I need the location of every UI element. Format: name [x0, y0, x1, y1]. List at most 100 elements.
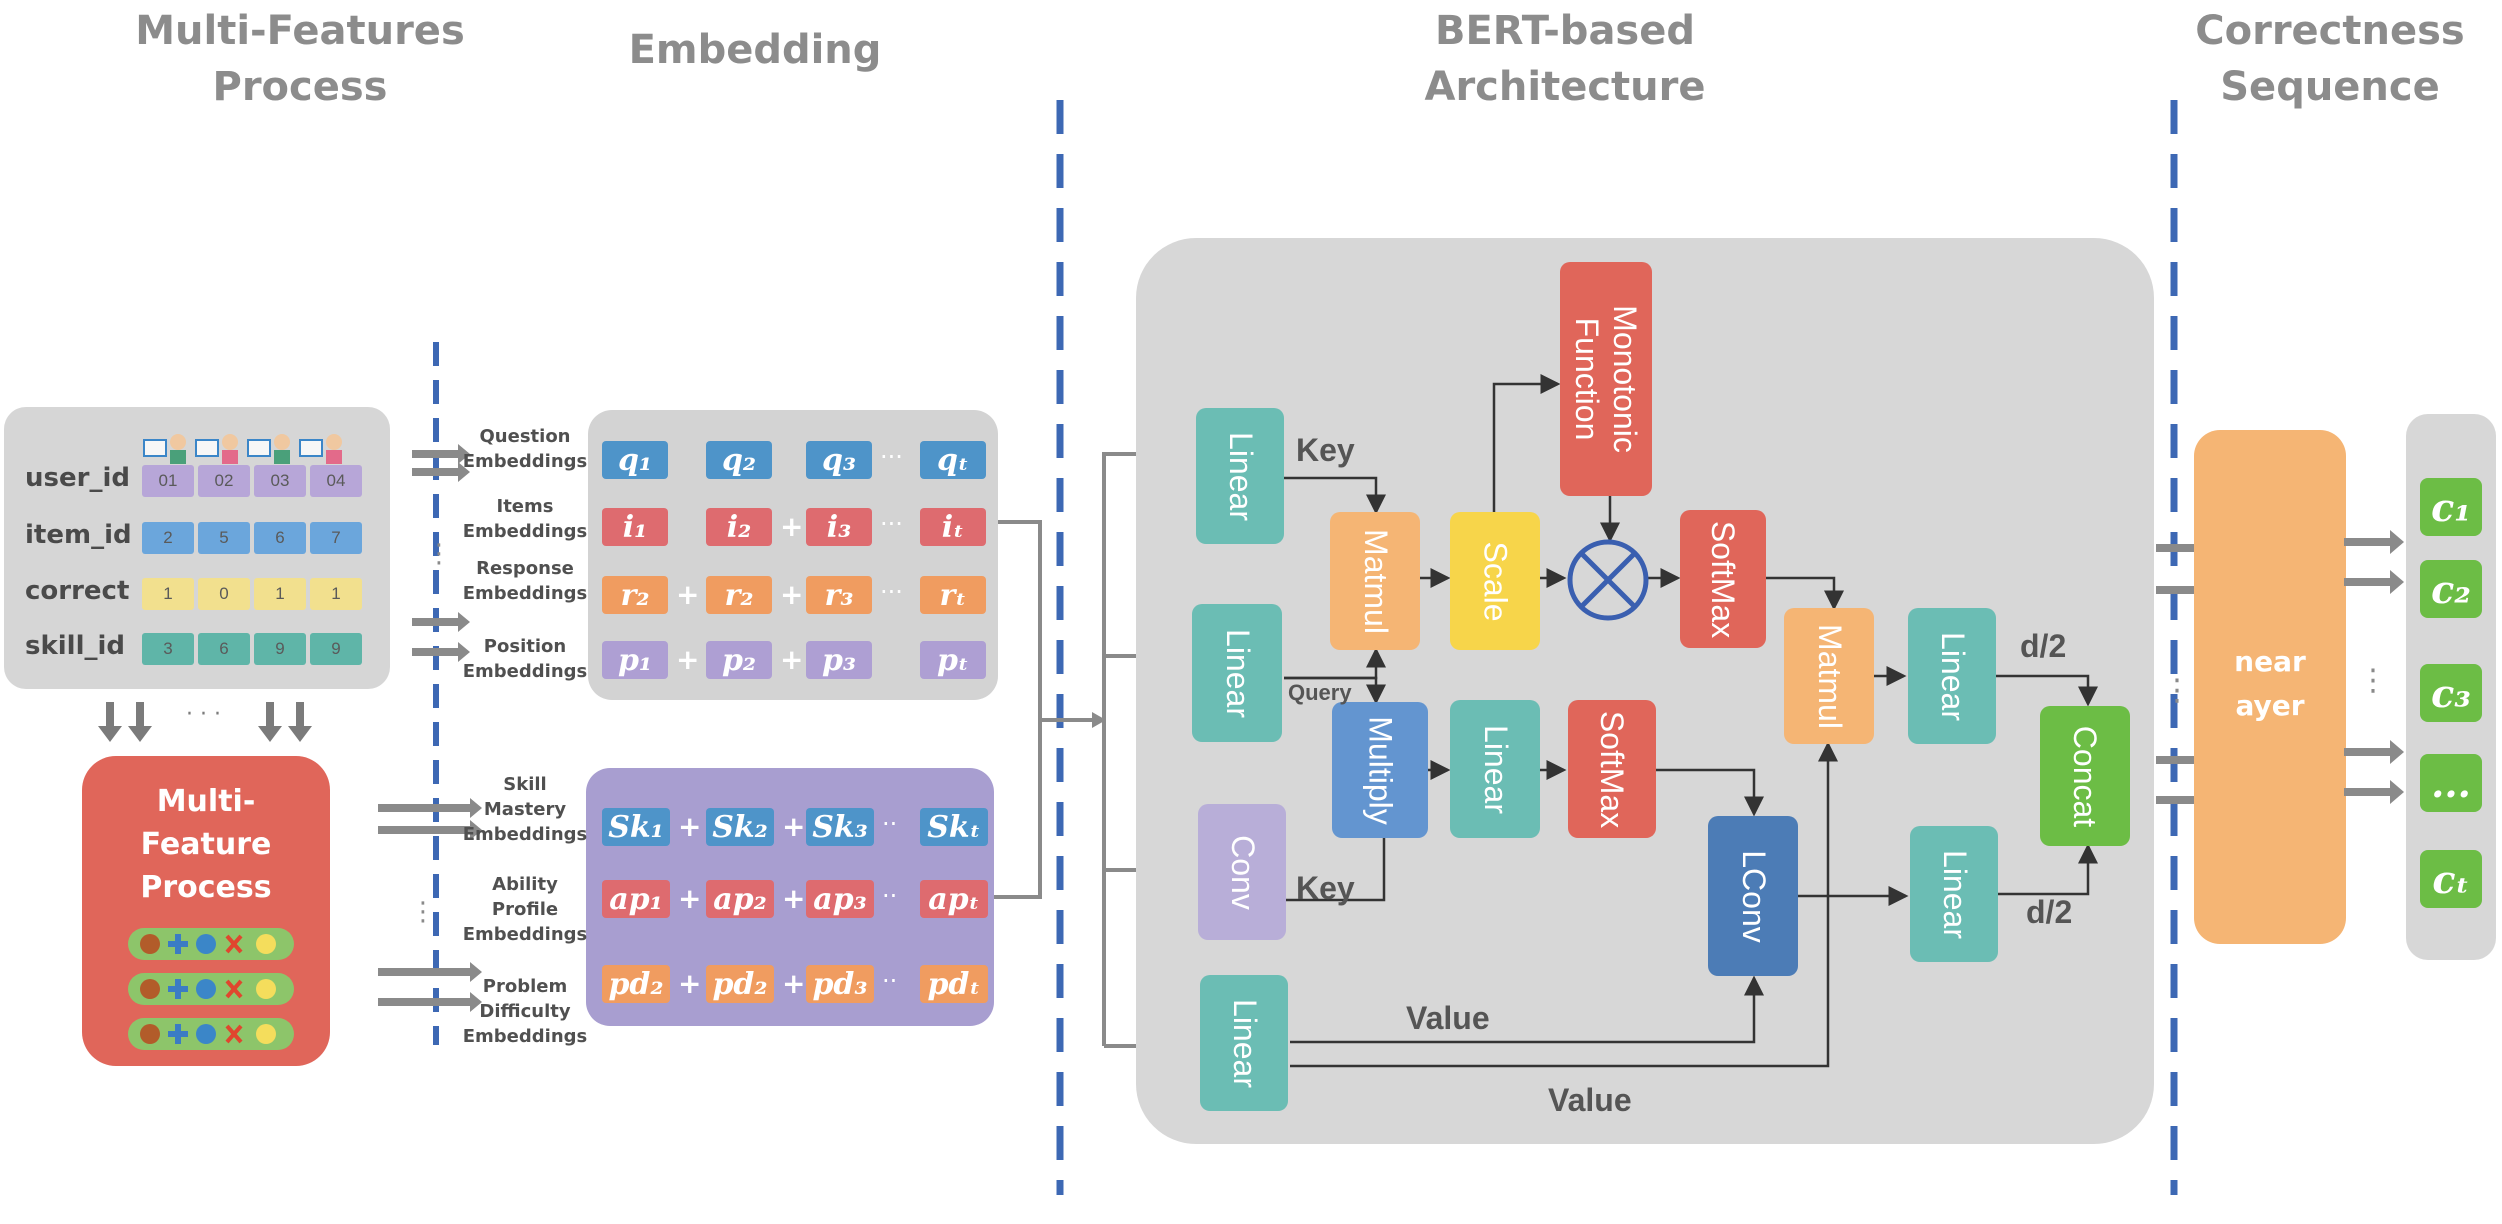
embedding-token: pₜ: [920, 641, 986, 679]
value-label-bottom: Value: [1548, 1082, 1632, 1118]
embedding-token: pdₜ: [920, 965, 988, 1003]
monotonic-function-box: Monotonic Function: [1560, 262, 1652, 496]
feature-cell: 3: [142, 633, 194, 665]
half-dim-label-bottom: d/2: [2026, 894, 2073, 930]
feature-cell: 7: [310, 522, 362, 554]
input-arrow-3: [412, 612, 470, 632]
flow-value-to-lconv: [1290, 975, 1764, 1044]
embedding-token: Skₜ: [920, 808, 988, 846]
monotonic-function-label: Monotonic Function: [1568, 305, 1644, 453]
layer-out-arrow-1: [2344, 530, 2404, 554]
header-embedding-text: Embedding: [628, 27, 882, 73]
header-bert: BERT-based Architecture: [1400, 3, 1730, 115]
embedding-token: r₂: [602, 576, 668, 614]
student-icon-2: [195, 434, 238, 464]
feature-row-label: skill_id: [25, 631, 126, 661]
linear-bottom-right-box: Linear: [1910, 826, 1998, 962]
multiply-label: Multiply: [1362, 715, 1399, 825]
embedding-label-line: Embeddings: [462, 1026, 588, 1047]
feature-cell: 1: [254, 578, 306, 610]
query-label: Query: [1288, 680, 1352, 705]
softmax-box-2: SoftMax: [1568, 700, 1656, 838]
plus-sign: +: [782, 882, 806, 915]
embedding-label-line: Embeddings: [462, 583, 588, 604]
plus-sign: +: [676, 643, 700, 676]
embedding-token: Sk₃: [806, 808, 874, 846]
student-icon-3: [247, 434, 290, 464]
embedding-label-line: Embeddings: [462, 824, 588, 845]
monotonic-line2: Function: [1569, 317, 1606, 441]
input-vertical-dots-1: ⋮: [426, 539, 452, 569]
embedding-label-line: Mastery: [483, 799, 567, 820]
flow-linear-to-concat-bottom: [1998, 843, 2098, 896]
softmax-label-2: SoftMax: [1594, 710, 1631, 828]
plus-sign: +: [780, 510, 804, 543]
embedding-token: qₜ: [920, 441, 986, 479]
correctness-token-4: ...: [2420, 754, 2482, 812]
layer-out-arrow-2: [2344, 570, 2404, 594]
plus-sign: +: [678, 810, 702, 843]
concat-box: Concat: [2040, 706, 2130, 846]
scale-label: Scale: [1477, 540, 1514, 622]
multi-feature-process-title: Multi- Feature Process: [82, 780, 330, 909]
ellipsis: ···: [880, 578, 903, 606]
embedding-token: rₜ: [920, 576, 986, 614]
embedding-token: apₜ: [920, 880, 988, 918]
embedding-token: q₃: [806, 441, 872, 479]
embedding-label-line: Embeddings: [462, 451, 588, 472]
input-arrow-6: [378, 820, 482, 840]
down-arrow-1: [98, 702, 122, 742]
embedding-token: ap₂: [706, 880, 774, 918]
embedding-label-line: Question: [479, 426, 571, 447]
input-arrow-4: [412, 642, 470, 662]
concat-label: Concat: [2067, 725, 2104, 827]
header-embedding: Embedding: [600, 22, 910, 78]
embedding-token: pd₂: [706, 965, 774, 1003]
flow-query-to-multiply: [1284, 676, 1386, 705]
embedding-label-line: Skill: [503, 774, 547, 795]
bert-out-dots: ⋮: [2162, 673, 2192, 708]
linear-mid-label: Linear: [1477, 724, 1514, 814]
embedding-token: ap₃: [806, 880, 874, 918]
key-label-top: Key: [1296, 432, 1355, 468]
embedding-label-line: Ability: [492, 874, 558, 895]
ellipsis: ··: [882, 967, 898, 995]
matmul-label-2: Matmul: [1811, 623, 1848, 729]
embedding-token: r₃: [806, 576, 872, 614]
connector-top: [998, 520, 1042, 720]
feature-cell: 2: [142, 522, 194, 554]
softmax-label-1: SoftMax: [1705, 520, 1742, 638]
linear-bottom-right-label: Linear: [1936, 849, 1973, 939]
feature-cell: 01: [142, 465, 194, 497]
plus-sign: +: [676, 578, 700, 611]
flow-query-to-matmul: [1284, 647, 1386, 680]
feature-cell: 6: [198, 633, 250, 665]
flow-key-to-matmul: [1284, 476, 1386, 515]
flow-value-to-matmul: [1290, 741, 1838, 1068]
feature-cell: 9: [310, 633, 362, 665]
ellipsis: ··: [882, 810, 898, 838]
feature-cell: 0: [198, 578, 250, 610]
correctness-token-5: cₜ: [2420, 850, 2482, 908]
embedding-token: ap₁: [602, 880, 670, 918]
embedding-label-line: Difficulty: [479, 1001, 571, 1022]
embedding-label-line: Embeddings: [462, 924, 588, 945]
feature-cell: 04: [310, 465, 362, 497]
flow-conv-key-to-multiply: [1284, 815, 1394, 902]
feature-cell: 6: [254, 522, 306, 554]
conv-box: Conv: [1198, 804, 1286, 940]
header-multi-features: Multi-Features Process: [120, 3, 480, 115]
correctness-token-1: c₁: [2420, 478, 2482, 536]
feature-cell: 5: [198, 522, 250, 554]
lconv-box: LConv: [1708, 816, 1798, 976]
feature-cell: 1: [142, 578, 194, 610]
connector-bottom: [994, 720, 1042, 899]
multiply-operator-icon: [1567, 539, 1649, 621]
embedding-token: pd₃: [806, 965, 874, 1003]
down-arrow-2: [128, 702, 152, 742]
flow-linear-to-concat-top: [1996, 674, 2098, 707]
